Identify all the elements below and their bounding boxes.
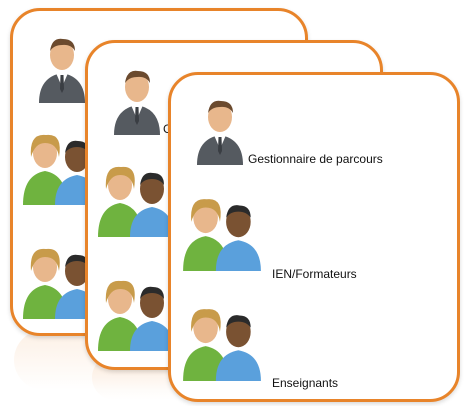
front-card: Gestionnaire de parcours IEN/Formateurs … <box>168 72 460 402</box>
user-group-icon <box>183 309 261 381</box>
user-group-icon <box>98 166 174 237</box>
middle-manager-label: G <box>163 122 175 136</box>
businessman-icon <box>114 70 160 135</box>
manager-label: Gestionnaire de parcours <box>248 152 383 166</box>
businessman-icon <box>197 100 243 165</box>
trainers-label: IEN/Formateurs <box>272 267 357 281</box>
businessman-icon <box>39 38 85 103</box>
teachers-label: Enseignants <box>272 376 339 390</box>
user-group-icon <box>183 199 261 271</box>
user-group-icon <box>98 280 174 351</box>
